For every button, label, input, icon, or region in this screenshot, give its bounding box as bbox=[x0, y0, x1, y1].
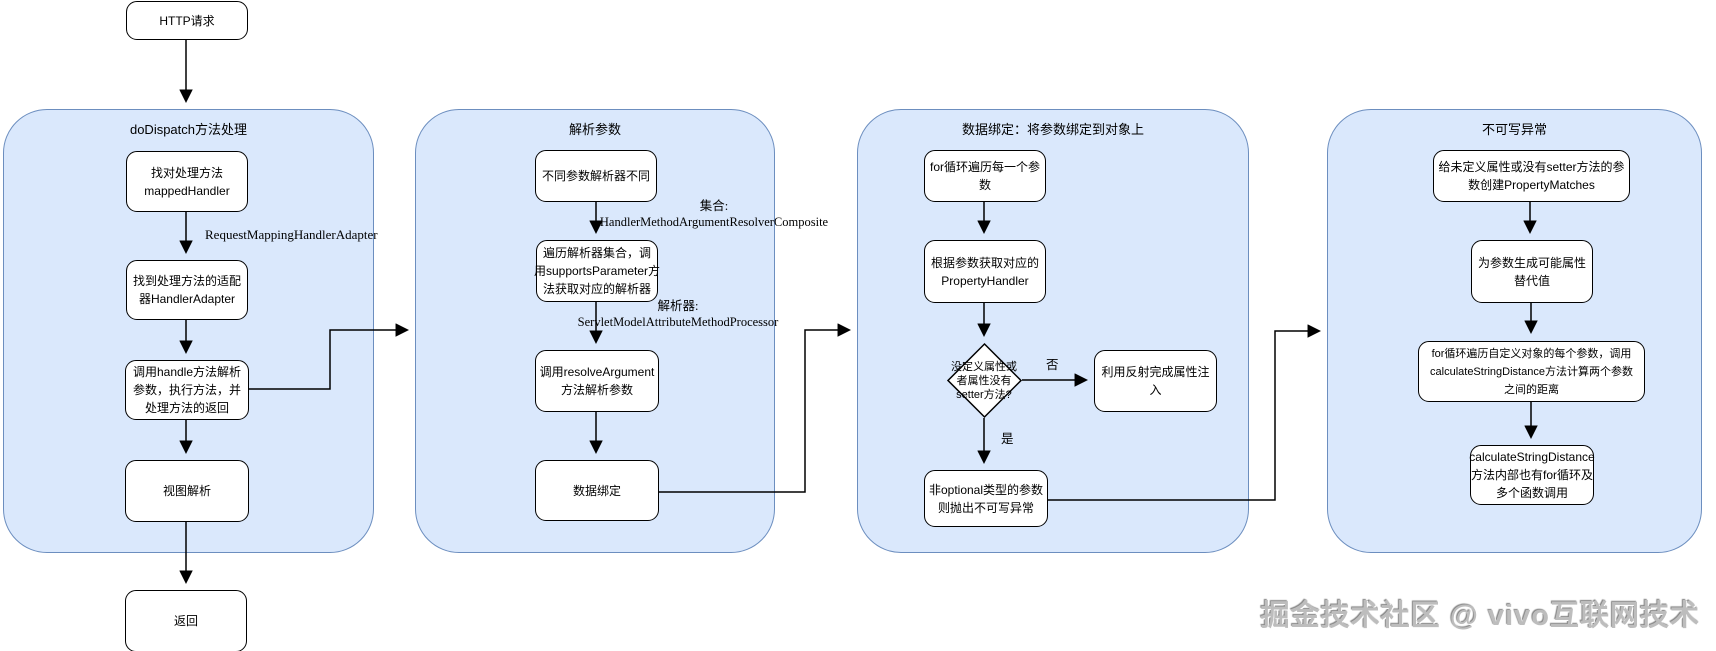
node-for-calculate-distance: for循环遍历自定义对象的每个参数，调用 calculateStringDist… bbox=[1418, 341, 1645, 402]
node-generate-candidates: 为参数生成可能属性 替代值 bbox=[1471, 240, 1593, 303]
node-invoke-handle-label: 调用handle方法解析 参数，执行方法，并 处理方法的返回 bbox=[132, 365, 242, 415]
node-data-binding-label: 数据绑定 bbox=[572, 483, 621, 498]
node-return-label: 返回 bbox=[173, 614, 198, 628]
node-for-each-param: for循环遍历每一个参 数 bbox=[924, 150, 1046, 202]
node-reflection-inject: 利用反射完成属性注 入 bbox=[1094, 350, 1217, 412]
node-http-request-label: HTTP请求 bbox=[159, 13, 215, 28]
container-dodispatch-title: doDispatch方法处理 bbox=[129, 122, 248, 137]
container-data-binding-title: 数据绑定：将参数绑定到对象上 bbox=[961, 122, 1144, 137]
node-http-request: HTTP请求 bbox=[126, 1, 248, 40]
node-different-resolvers-label: 不同参数解析器不同 bbox=[541, 169, 650, 183]
node-iterate-resolvers: 遍历解析器集合，调 用supportsParameter方 法获取对应的解析器 bbox=[533, 240, 661, 302]
node-resolve-argument-label: 调用resolveArgument 方法解析参数 bbox=[539, 365, 655, 397]
container-data-binding: 数据绑定：将参数绑定到对象上 bbox=[857, 109, 1249, 553]
label-request-mapping-handler-adapter: RequestMappingHandlerAdapter bbox=[205, 227, 378, 242]
node-reflection-inject-label: 利用反射完成属性注 入 bbox=[1101, 365, 1210, 397]
label-servlet-processor: 解析器: ServletModelAttributeMethodProcesso… bbox=[577, 299, 779, 329]
node-view-resolve: 视图解析 bbox=[125, 460, 249, 522]
node-calculate-internal-label: calculateStringDistance 方法内部也有for循环及 多个函… bbox=[1469, 450, 1595, 500]
node-find-handler-adapter: 找到处理方法的适配 器HandlerAdapter bbox=[126, 260, 248, 320]
node-throw-unwritable: 非optional类型的参数 则抛出不可写异常 bbox=[924, 470, 1048, 527]
node-view-resolve-label: 视图解析 bbox=[162, 484, 211, 498]
node-resolve-argument: 调用resolveArgument 方法解析参数 bbox=[535, 350, 659, 412]
node-get-property-handler-label: 根据参数获取对应的 PropertyHandler bbox=[930, 255, 1039, 288]
watermark-text: 掘金技术社区 @ vivo互联网技术 bbox=[1260, 600, 1700, 632]
label-resolver-composite: 集合: HandlerMethodArgumentResolverComposi… bbox=[599, 199, 829, 229]
node-find-handler-adapter-label: 找到处理方法的适配 器HandlerAdapter bbox=[132, 274, 241, 306]
node-for-calculate-distance-label: for循环遍历自定义对象的每个参数，调用 calculateStringDist… bbox=[1430, 347, 1633, 396]
node-for-each-param-label: for循环遍历每一个参 数 bbox=[929, 160, 1040, 192]
node-calculate-internal: calculateStringDistance 方法内部也有for循环及 多个函… bbox=[1469, 445, 1595, 505]
node-invoke-handle: 调用handle方法解析 参数，执行方法，并 处理方法的返回 bbox=[125, 360, 249, 420]
decision-no-setter: 没定义属性或 者属性没有 setter方法? bbox=[951, 360, 1017, 401]
node-create-property-matches: 给未定义属性或没有setter方法的参 数创建PropertyMatches bbox=[1433, 150, 1630, 202]
node-generate-candidates-label: 为参数生成可能属性 替代值 bbox=[1477, 255, 1586, 288]
container-unwritable-exception-title: 不可写异常 bbox=[1481, 122, 1547, 137]
node-throw-unwritable-label: 非optional类型的参数 则抛出不可写异常 bbox=[928, 482, 1044, 515]
container-parse-params-title: 解析参数 bbox=[568, 122, 621, 137]
node-return: 返回 bbox=[125, 590, 247, 651]
node-find-mapped-handler: 找对处理方法 mappedHandler bbox=[126, 151, 248, 212]
label-yes: 是 bbox=[1001, 432, 1014, 446]
node-create-property-matches-label: 给未定义属性或没有setter方法的参 数创建PropertyMatches bbox=[1438, 160, 1625, 192]
label-no: 否 bbox=[1046, 358, 1059, 372]
node-find-mapped-handler-label: 找对处理方法 mappedHandler bbox=[144, 165, 230, 198]
node-data-binding: 数据绑定 bbox=[535, 460, 659, 521]
node-iterate-resolvers-label: 遍历解析器集合，调 用supportsParameter方 法获取对应的解析器 bbox=[533, 246, 661, 296]
node-get-property-handler: 根据参数获取对应的 PropertyHandler bbox=[924, 240, 1046, 303]
node-different-resolvers: 不同参数解析器不同 bbox=[535, 150, 657, 202]
